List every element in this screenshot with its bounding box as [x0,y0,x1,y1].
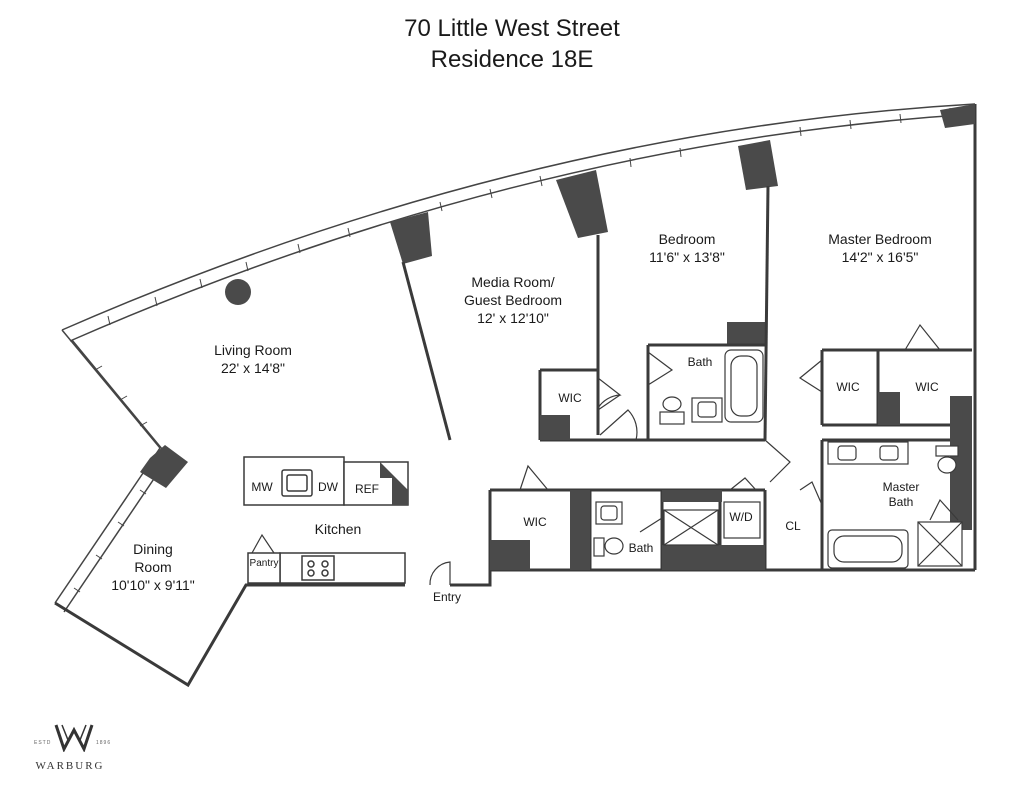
wic-entry-label: WIC [523,515,547,529]
bath-label-2: Bath [629,541,654,555]
logo-est-left: ESTD [34,740,52,746]
entry-label: Entry [433,590,461,604]
dining-room-name-2: Room [134,559,171,575]
dw-label: DW [318,480,339,494]
media-room-dims: 12' x 12'10" [477,310,549,326]
master-bedroom-dims: 14'2" x 16'5" [842,249,919,265]
bedroom-dims: 11'6" x 13'8" [649,249,725,265]
ref-label: REF [355,482,379,496]
wall-fills [490,392,972,570]
media-room-name-2: Guest Bedroom [464,292,562,308]
warburg-w-mark-icon [54,724,94,752]
bedroom-name: Bedroom [659,231,716,247]
pantry-label: Pantry [250,558,279,569]
master-bath-name-1: Master [883,480,920,494]
master-bath-name-2: Bath [889,495,914,509]
warburg-logo: ESTD 1896 WARBURG [20,722,120,778]
plan-subtitle: Residence 18E [430,46,594,73]
door-swings [251,323,959,586]
plan-title: 70 Little West Street [404,15,620,42]
dining-room-dims: 10'10" x 9'11" [111,577,195,593]
bath-label: Bath [688,355,713,369]
wic-media-label: WIC [558,391,582,405]
media-room-name-1: Media Room/ [471,274,554,290]
bath-fixtures [593,349,963,569]
logo-est-right: 1896 [96,740,112,746]
wic-master-label-1: WIC [836,380,860,394]
structural-columns [140,104,975,488]
window-mullions [73,107,952,593]
wd-label: W/D [729,510,753,524]
dining-room-name-1: Dining [133,541,173,557]
kitchen-fixtures [243,456,409,584]
living-room-dims: 22' x 14'8" [221,360,285,376]
logo-wordmark: WARBURG [35,760,105,772]
exterior-walls [54,104,977,688]
living-room-name: Living Room [214,342,292,358]
kitchen-name: Kitchen [315,521,362,537]
cl-label: CL [785,519,801,533]
master-bedroom-name: Master Bedroom [828,231,931,247]
wic-master-label-2: WIC [915,380,939,394]
interior-walls [401,185,972,570]
mw-label: MW [251,480,273,494]
